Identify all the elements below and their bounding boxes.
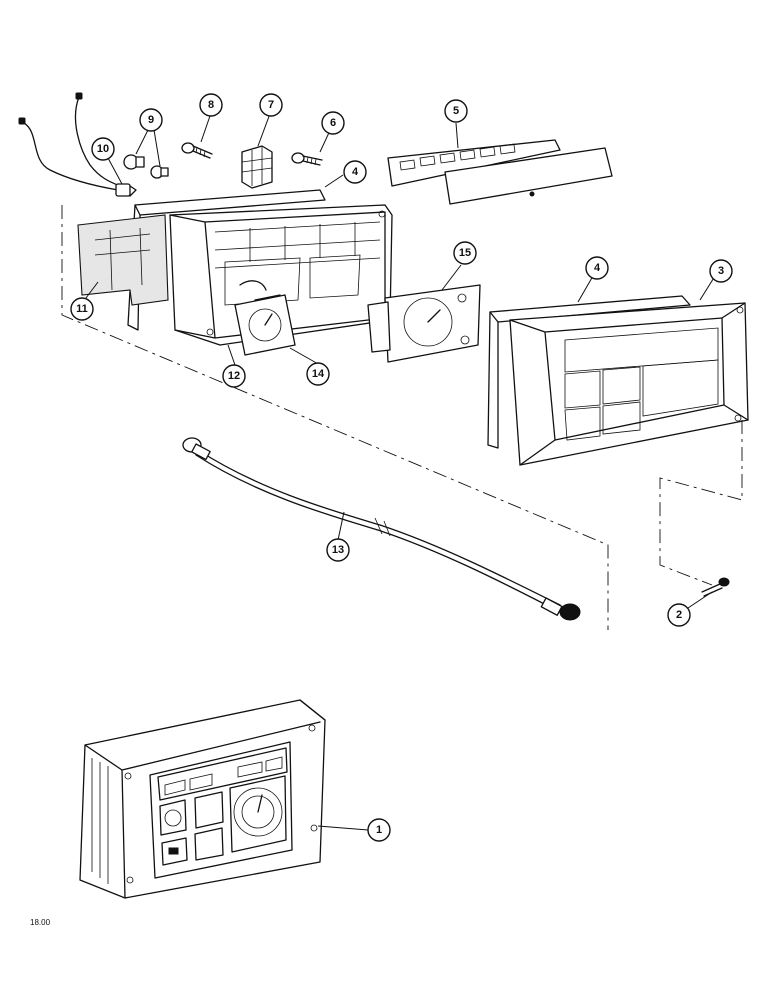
assembly-lines (61, 205, 743, 630)
callout-2: 2 (667, 603, 691, 627)
callout-11: 11 (70, 297, 94, 321)
callout-15: 15 (453, 241, 477, 265)
svg-text:2: 2 (676, 609, 682, 621)
bulbs (123, 154, 169, 179)
circuit-board-11 (77, 214, 169, 306)
svg-text:1: 1 (376, 824, 382, 836)
svg-text:11: 11 (76, 303, 88, 315)
callout-13: 13 (326, 538, 350, 562)
callout-4-rear-gasket: 4 (343, 160, 367, 184)
callout-14: 14 (306, 362, 330, 386)
svg-text:4: 4 (352, 166, 359, 178)
callout-9: 9 (139, 108, 163, 132)
gauge-14 (234, 294, 296, 356)
svg-text:8: 8 (208, 99, 214, 111)
connector-7 (241, 145, 273, 189)
lens-strip-5 (387, 139, 613, 205)
svg-text:15: 15 (459, 247, 471, 259)
bulb-wire-harness (18, 92, 137, 197)
svg-text:4: 4 (594, 262, 601, 274)
svg-text:7: 7 (268, 99, 274, 111)
svg-text:10: 10 (97, 143, 109, 155)
callout-3: 3 (709, 259, 733, 283)
figure-code: 18.00 (30, 918, 51, 927)
speedometer-cable-13 (182, 437, 581, 621)
leader-lines (85, 110, 716, 831)
screw-8 (181, 142, 213, 159)
callout-10: 10 (91, 137, 115, 161)
front-bezel-3 (509, 302, 749, 466)
front-gasket (487, 295, 691, 449)
callout-12: 12 (222, 364, 246, 388)
svg-text:14: 14 (312, 368, 325, 380)
callout-8: 8 (199, 93, 223, 117)
svg-text:5: 5 (453, 105, 459, 117)
gauge-15 (367, 284, 481, 363)
screw-2 (701, 577, 730, 597)
instrument-cluster-assembly-1 (79, 699, 326, 899)
callout-7: 7 (259, 93, 283, 117)
callout-1: 1 (367, 818, 391, 842)
callout-4-front-gasket: 4 (585, 256, 609, 280)
svg-text:3: 3 (718, 265, 724, 277)
callout-5: 5 (444, 99, 468, 123)
svg-text:12: 12 (228, 370, 240, 382)
svg-text:13: 13 (332, 544, 344, 556)
screw-6 (291, 152, 323, 166)
svg-text:9: 9 (148, 114, 154, 126)
callout-6: 6 (321, 111, 345, 135)
svg-text:6: 6 (330, 117, 336, 129)
